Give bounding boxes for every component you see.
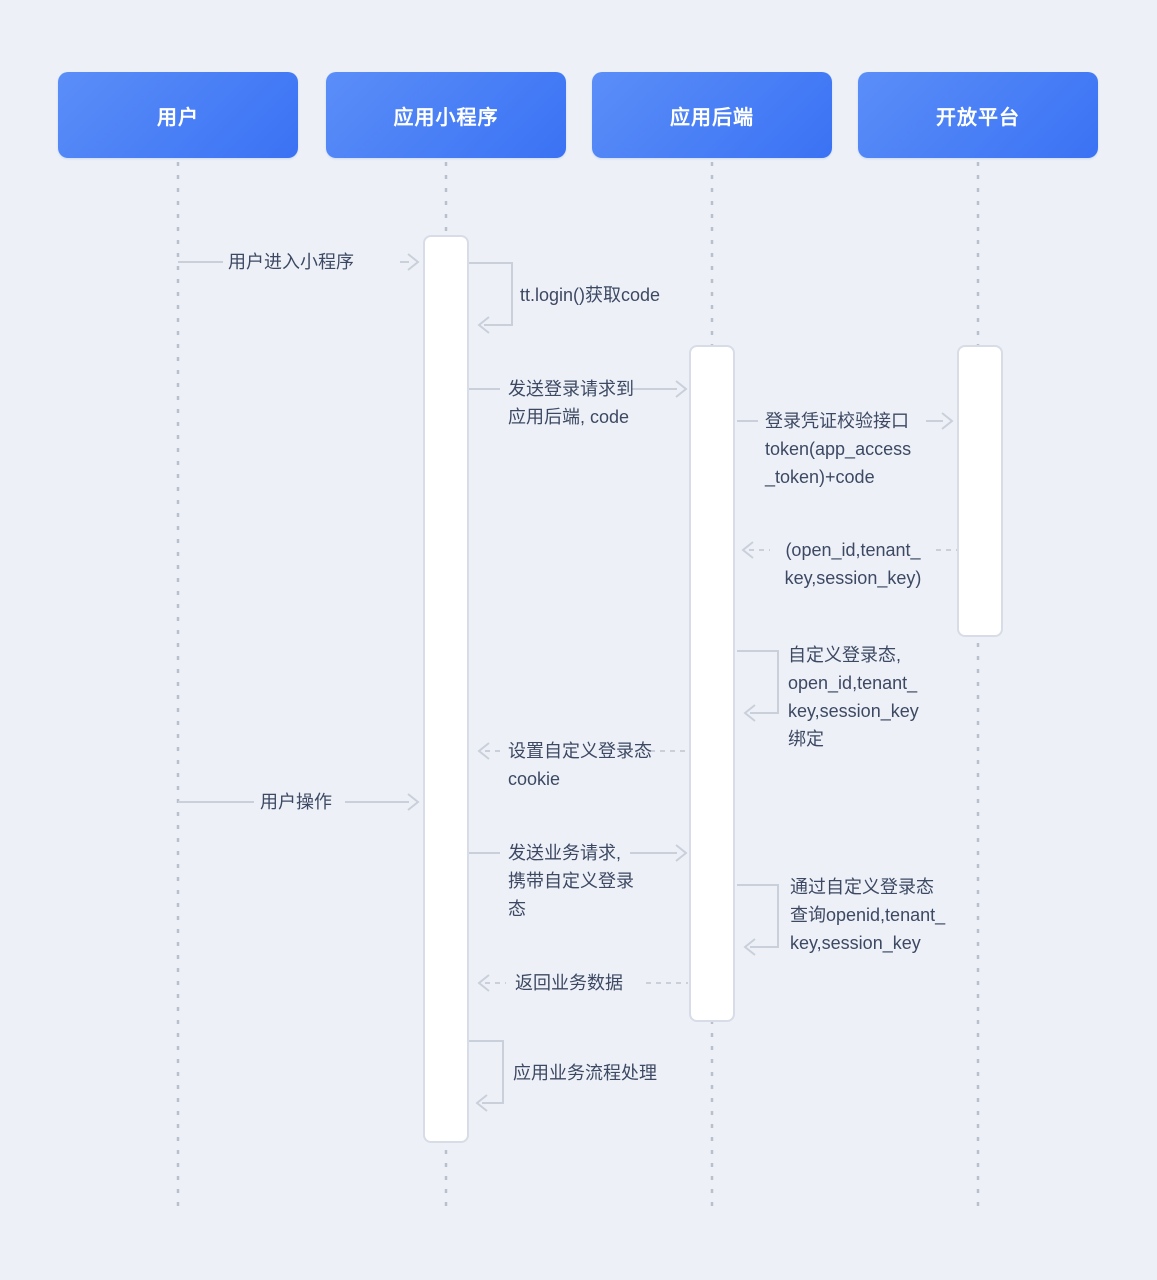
actor-header-platform: 开放平台 [858,72,1098,158]
message-line: 用户进入小程序 [228,252,354,272]
arrowhead-left-icon [477,974,490,992]
message-line: 态 [508,899,526,919]
arrow-m6-backend-self-loop [737,650,779,722]
message-line: key,session_key [790,933,921,953]
arrowhead-right-icon [407,253,420,271]
message-line: open_id,tenant_ [788,673,918,693]
message-line: 应用业务流程处理 [513,1063,657,1083]
arrow-m9-applet-to-backend [469,844,688,862]
message-line: key,session_key [788,701,919,721]
actor-label: 应用后端 [670,106,754,129]
arrowhead-right-icon [675,844,688,862]
message-line: 发送业务请求, [508,843,622,863]
message-label-m5: (open_id,tenant_ key,session_key) [772,536,934,592]
message-label-m1: 用户进入小程序 [228,248,354,276]
actor-label: 开放平台 [936,106,1020,129]
arrowhead-left-icon [475,1094,488,1112]
activation-bar-backend [689,345,735,1022]
arrowhead-left-icon [741,541,754,559]
message-label-m9: 发送业务请求, 携带自定义登录 态 [508,839,634,923]
message-label-m8: 用户操作 [260,788,332,816]
message-line: 应用后端, code [508,407,630,427]
actor-header-backend: 应用后端 [592,72,832,158]
message-label-m12: 应用业务流程处理 [513,1059,657,1087]
message-line: (open_id,tenant_ [785,540,921,560]
message-line: cookie [508,769,561,789]
arrowhead-right-icon [675,380,688,398]
activation-bar-applet [423,235,469,1143]
message-label-m3: 发送登录请求到 应用后端, code [508,375,634,431]
message-line: tt.login()获取code [520,285,661,305]
message-line: 查询openid,tenant_ [790,905,946,925]
message-line: 自定义登录态, [788,645,902,665]
arrow-m11-backend-to-applet [477,974,688,992]
message-line: 用户操作 [260,792,332,812]
message-line: 发送登录请求到 [508,379,634,399]
message-line: 设置自定义登录态 [508,741,652,761]
arrow-m12-applet-self-loop [469,1040,504,1112]
actor-label: 应用小程序 [393,106,499,129]
message-label-m10: 通过自定义登录态 查询openid,tenant_ key,session_ke… [790,873,945,957]
arrow-m3-applet-to-backend [469,380,688,398]
message-label-m4: 登录凭证校验接口 token(app_access _token)+code [765,407,911,491]
arrow-m5-platform-to-backend [741,541,957,559]
arrow-m8-user-to-applet [178,793,420,811]
message-line: key,session_key) [784,568,922,588]
message-line: 通过自定义登录态 [790,877,934,897]
actor-header-applet: 应用小程序 [326,72,566,158]
message-label-m2: tt.login()获取code [520,281,660,309]
arrowhead-left-icon [477,742,490,760]
message-label-m11: 返回业务数据 [515,969,623,997]
message-line: _token)+code [765,467,875,487]
message-line: token(app_access [765,439,912,459]
message-label-m6: 自定义登录态, open_id,tenant_ key,session_key … [788,641,919,753]
message-line: 登录凭证校验接口 [765,411,909,431]
arrowhead-left-icon [743,704,756,722]
message-line: 携带自定义登录 [508,871,634,891]
arrow-m4-backend-to-platform [737,412,954,430]
actor-header-user: 用户 [58,72,298,158]
arrowhead-right-icon [407,793,420,811]
message-line: 绑定 [788,729,824,749]
arrow-m7-backend-to-applet [477,742,688,760]
arrowhead-left-icon [477,316,490,334]
actor-label: 用户 [157,106,199,129]
arrow-m1-user-to-applet [178,253,420,271]
arrowhead-left-icon [743,938,756,956]
arrowhead-right-icon [941,412,954,430]
arrow-m2-applet-self-loop [469,262,513,334]
arrow-m10-backend-self-loop [737,884,779,956]
message-label-m7: 设置自定义登录态 cookie [508,737,652,793]
activation-bar-platform [957,345,1003,637]
message-line: 返回业务数据 [515,973,623,993]
